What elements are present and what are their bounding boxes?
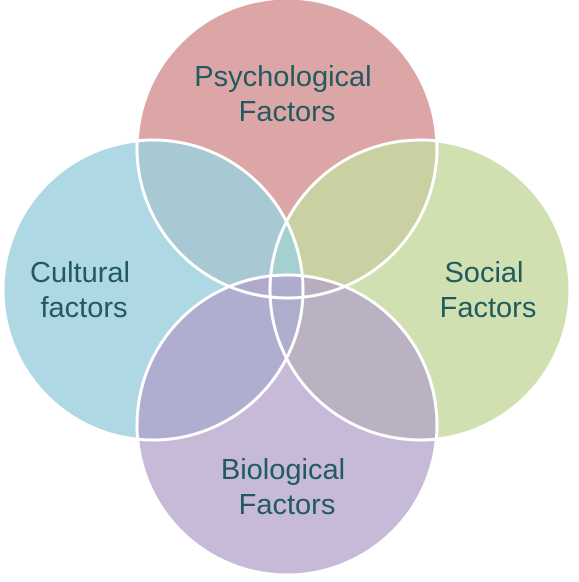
social-label-line-1: Social [444,257,523,289]
biological-circle-outline [135,273,439,577]
biological-factors-label: Biological Factors [221,454,353,521]
cultural-label-line-2: factors [40,292,127,324]
psychological-label-line-2: Factors [239,96,336,128]
social-label-line-2: Factors [440,292,537,324]
biological-label-line-1: Biological [221,454,345,486]
cultural-factors-label: Cultural factors [30,257,138,324]
psychological-label-line-1: Psychological [194,61,371,93]
biological-label-line-2: Factors [239,489,336,521]
psychological-factors-label: Psychological Factors [194,61,379,128]
biological-factors-circle [137,275,437,575]
social-circle-outline [268,138,572,442]
cultural-label-line-1: Cultural [30,257,130,289]
social-factors-label: Social Factors [440,257,537,324]
psychological-circle-outline [135,0,439,300]
cultural-circle-outline [1,138,305,442]
